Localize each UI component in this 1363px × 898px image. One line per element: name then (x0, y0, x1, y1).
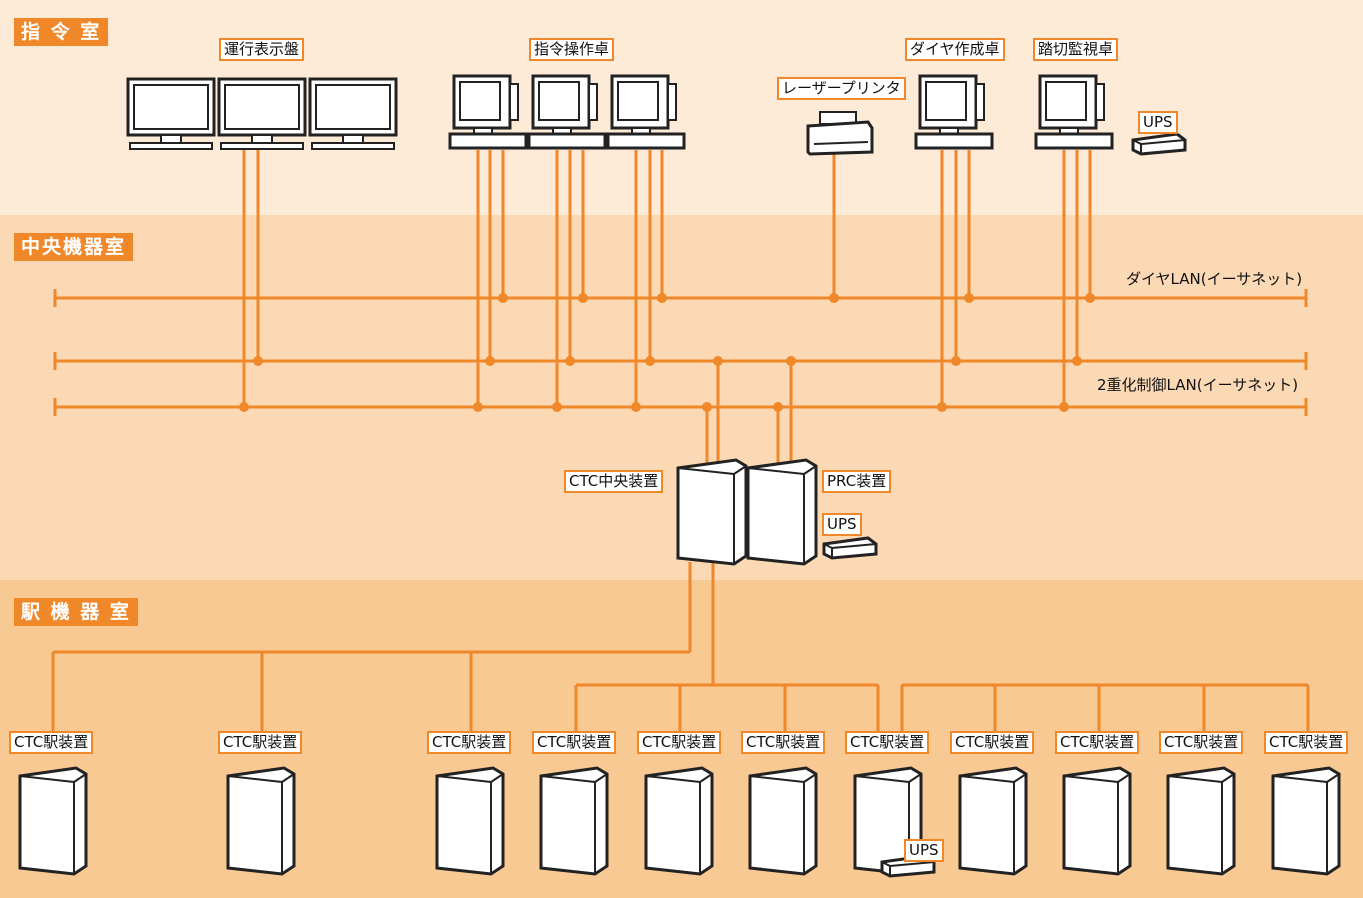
console-terminal (1034, 74, 1114, 150)
ctc-station-label: CTC駅装置 (218, 731, 303, 754)
console-terminal (527, 74, 607, 150)
ctc-station-label: CTC駅装置 (845, 731, 930, 754)
ups-device (822, 536, 878, 560)
operation-display-label: 運行表示盤 (219, 38, 305, 61)
junction-dot (485, 356, 495, 366)
ctc-station-label: CTC駅装置 (1159, 731, 1244, 754)
junction-dot (1059, 402, 1069, 412)
prc-unit-label: PRC装置 (822, 470, 892, 493)
junction-dot (951, 356, 961, 366)
ctc-central-cabinet (676, 458, 748, 566)
display-monitor (217, 77, 307, 150)
junction-dot (657, 293, 667, 303)
junction-dot (937, 402, 947, 412)
diagram-lan-label: ダイヤLAN(イーサネット) (1126, 270, 1303, 288)
junction-dot (253, 356, 263, 366)
junction-dot (829, 293, 839, 303)
junction-dot (786, 356, 796, 366)
console-terminal (914, 74, 994, 150)
ctc-station-cabinet (1062, 766, 1132, 876)
junction-dot (702, 402, 712, 412)
junction-dot (631, 402, 641, 412)
prc-cabinet (746, 458, 818, 566)
ups-station-label: UPS (904, 839, 944, 862)
laser-printer-label: レーザープリンタ (777, 77, 906, 100)
junction-dot (473, 402, 483, 412)
junction-dot (239, 402, 249, 412)
ctc-station-label: CTC駅装置 (1264, 731, 1349, 754)
ctc-station-cabinet (1166, 766, 1236, 876)
station-room-title: 駅 機 器 室 (14, 598, 138, 626)
command-room-title: 指 令 室 (14, 18, 109, 46)
crossing-console-label: 踏切監視卓 (1033, 38, 1119, 61)
junction-dot (552, 402, 562, 412)
junction-dot (565, 356, 575, 366)
ctc-station-label: CTC駅装置 (741, 731, 826, 754)
junction-dot (1085, 293, 1095, 303)
junction-dot (964, 293, 974, 303)
junction-dot (1072, 356, 1082, 366)
ctc-station-cabinet (748, 766, 818, 876)
junction-dot (578, 293, 588, 303)
ctc-station-cabinet (958, 766, 1028, 876)
ctc-station-label: CTC駅装置 (532, 731, 617, 754)
junction-dot (773, 402, 783, 412)
ups-device (1131, 132, 1187, 156)
ups-command-label: UPS (1138, 111, 1178, 134)
ups-central-label: UPS (822, 513, 862, 536)
ctc-station-cabinet (435, 766, 505, 876)
ctc-station-label: CTC駅装置 (427, 731, 512, 754)
console-terminal (448, 74, 528, 150)
ctc-station-label: CTC駅装置 (1055, 731, 1140, 754)
ctc-station-cabinet (18, 766, 88, 876)
diagram-console-label: ダイヤ作成卓 (905, 38, 1005, 61)
dispatch-console-label: 指令操作卓 (529, 38, 615, 61)
ctc-station-cabinet (1271, 766, 1341, 876)
central-room-title: 中央機器室 (14, 233, 134, 261)
ctc-station-cabinet (226, 766, 296, 876)
ctc-station-cabinet (539, 766, 609, 876)
console-terminal (606, 74, 686, 150)
junction-dot (645, 356, 655, 366)
ctc-station-cabinet (644, 766, 714, 876)
ctc-station-label: CTC駅装置 (637, 731, 722, 754)
ctc-station-label: CTC駅装置 (950, 731, 1035, 754)
display-monitor (308, 77, 398, 150)
laser-printer-device (806, 111, 874, 156)
ctc-station-label: CTC駅装置 (9, 731, 94, 754)
junction-dot (713, 356, 723, 366)
dual-lan-label: 2重化制御LAN(イーサネット) (1097, 376, 1299, 394)
junction-dot (498, 293, 508, 303)
ctc-central-label: CTC中央装置 (564, 470, 664, 493)
display-monitor (126, 77, 216, 150)
